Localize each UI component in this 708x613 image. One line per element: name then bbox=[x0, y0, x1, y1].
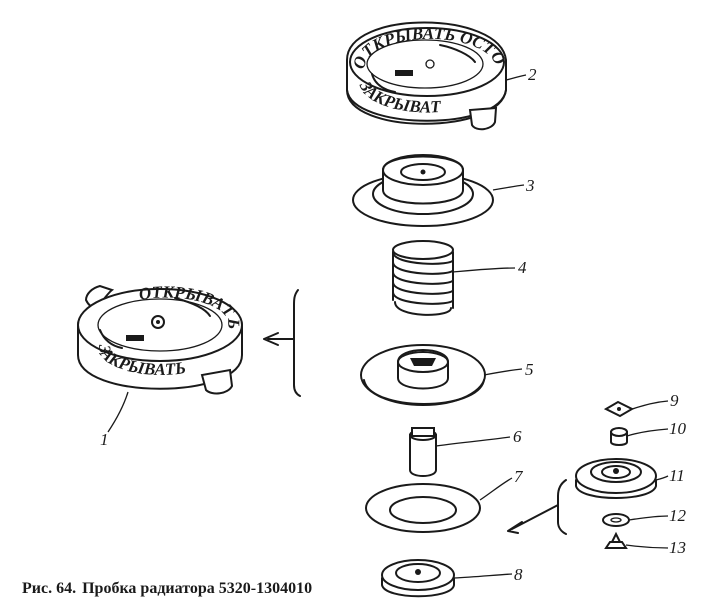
label-part-9: 9 bbox=[670, 391, 679, 410]
assembly-arrow-left bbox=[263, 289, 301, 397]
part-5-valve bbox=[360, 344, 486, 406]
cap1-open-text: ОТКРЫВАТЬ ОСТОРОЖНО bbox=[0, 0, 243, 329]
label-part-5: 5 bbox=[525, 360, 534, 379]
part-7-gasket bbox=[365, 483, 481, 533]
label-part-6: 6 bbox=[513, 427, 522, 446]
part-3-seat bbox=[352, 154, 494, 227]
assembly-arrow-right bbox=[507, 479, 567, 535]
figure-title: Пробка радиатора 5320-1304010 bbox=[82, 580, 313, 597]
label-part-11: 11 bbox=[669, 466, 685, 485]
part-1-assembled-cap: ОТКРЫВАТЬ ОСТОРОЖНО ЗАКРЫВАТЬ ПЛОТНО bbox=[0, 0, 243, 395]
part-2-cap: ОТКРЫВАТЬ ОСТОРОЖНО ЗАКРЫВАТЬ ПЛОТНО bbox=[0, 0, 509, 131]
label-part-4: 4 bbox=[518, 258, 527, 277]
label-part-2: 2 bbox=[528, 65, 537, 84]
label-part-10: 10 bbox=[669, 419, 687, 438]
label-part-3: 3 bbox=[525, 176, 535, 195]
part-6-stem bbox=[409, 427, 437, 477]
part-10-bushing bbox=[610, 427, 628, 446]
figure-caption: Рис. 64. Пробка радиатора 5320-1304010 bbox=[22, 580, 318, 598]
label-part-13: 13 bbox=[669, 538, 686, 557]
part-8-bottom-valve bbox=[381, 559, 455, 598]
figure-number: Рис. 64. bbox=[22, 580, 77, 597]
label-part-12: 12 bbox=[669, 506, 687, 525]
label-part-8: 8 bbox=[514, 565, 523, 584]
label-part-1: 1 bbox=[100, 430, 109, 449]
part-12-washer bbox=[602, 513, 630, 527]
part-4-spring bbox=[392, 240, 454, 316]
part-9-plate bbox=[603, 400, 635, 418]
part-labels: 1 2 3 4 5 6 7 8 9 10 11 12 13 bbox=[100, 65, 687, 584]
label-part-7: 7 bbox=[514, 467, 524, 486]
part-13-pin bbox=[604, 531, 628, 549]
part-11-valve-body bbox=[575, 458, 657, 499]
leader-lines bbox=[107, 74, 669, 579]
